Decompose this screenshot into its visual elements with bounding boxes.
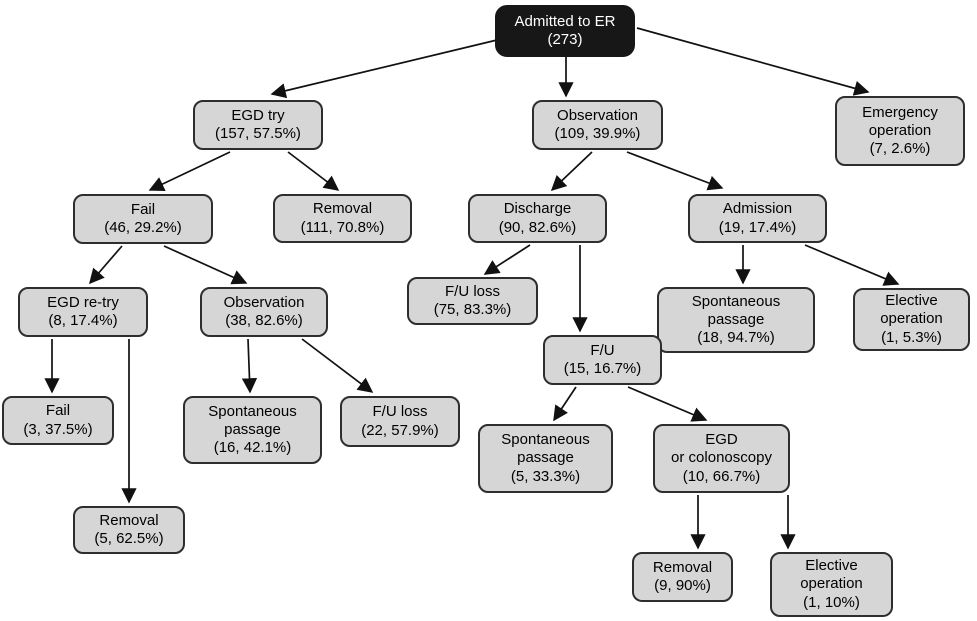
edge-fail-egd-retry xyxy=(88,245,123,285)
edge-admitted-emergency-op xyxy=(636,27,870,96)
edge-discharge-fu-loss xyxy=(483,244,531,275)
node-egd-try: EGD try (157, 57.5%) xyxy=(193,100,323,150)
node-spontaneous-passage-18: Spontaneous passage (18, 94.7%) xyxy=(657,287,815,353)
node-fail-3: Fail (3, 37.5%) xyxy=(2,396,114,445)
edge-admitted-egd-try xyxy=(270,39,498,99)
edge-egd-try-removal xyxy=(287,151,340,191)
node-egd-re-try: EGD re-try (8, 17.4%) xyxy=(18,287,148,337)
node-admitted-to-er: Admitted to ER (273) xyxy=(495,5,635,57)
node-removal-111: Removal (111, 70.8%) xyxy=(273,194,412,243)
edge-observation38-fu-loss22 xyxy=(301,338,374,393)
node-observation-38: Observation (38, 82.6%) xyxy=(200,287,328,337)
node-spontaneous-passage-16: Spontaneous passage (16, 42.1%) xyxy=(183,396,322,464)
edge-egd-try-fail xyxy=(148,151,231,192)
node-elective-operation-10: Elective operation (1, 10%) xyxy=(770,552,893,617)
edge-observation-admission xyxy=(626,151,724,191)
edge-fu-spont5 xyxy=(553,386,577,422)
edge-observation38-spont16 xyxy=(241,338,258,394)
edge-fail-observation38 xyxy=(163,245,248,285)
node-elective-operation-5-3: Elective operation (1, 5.3%) xyxy=(853,288,970,351)
node-fail-46: Fail (46, 29.2%) xyxy=(73,194,213,244)
node-egd-or-colonoscopy: EGD or colonoscopy (10, 66.7%) xyxy=(653,424,790,493)
node-discharge: Discharge (90, 82.6%) xyxy=(468,194,607,243)
edge-admission-elective-op xyxy=(804,244,900,286)
node-removal-9: Removal (9, 90%) xyxy=(632,552,733,602)
node-fu-loss-22: F/U loss (22, 57.9%) xyxy=(340,396,460,447)
node-observation-109: Observation (109, 39.9%) xyxy=(532,100,663,150)
node-emergency-operation: Emergency operation (7, 2.6%) xyxy=(835,96,965,166)
node-admission: Admission (19, 17.4%) xyxy=(688,194,827,243)
node-fu-loss-75: F/U loss (75, 83.3%) xyxy=(407,277,538,325)
node-fu-15: F/U (15, 16.7%) xyxy=(543,335,662,385)
edge-observation-discharge xyxy=(550,151,593,192)
edge-fu-egd-colonoscopy xyxy=(627,386,708,422)
node-spontaneous-passage-5: Spontaneous passage (5, 33.3%) xyxy=(478,424,613,493)
node-removal-5: Removal (5, 62.5%) xyxy=(73,506,185,554)
